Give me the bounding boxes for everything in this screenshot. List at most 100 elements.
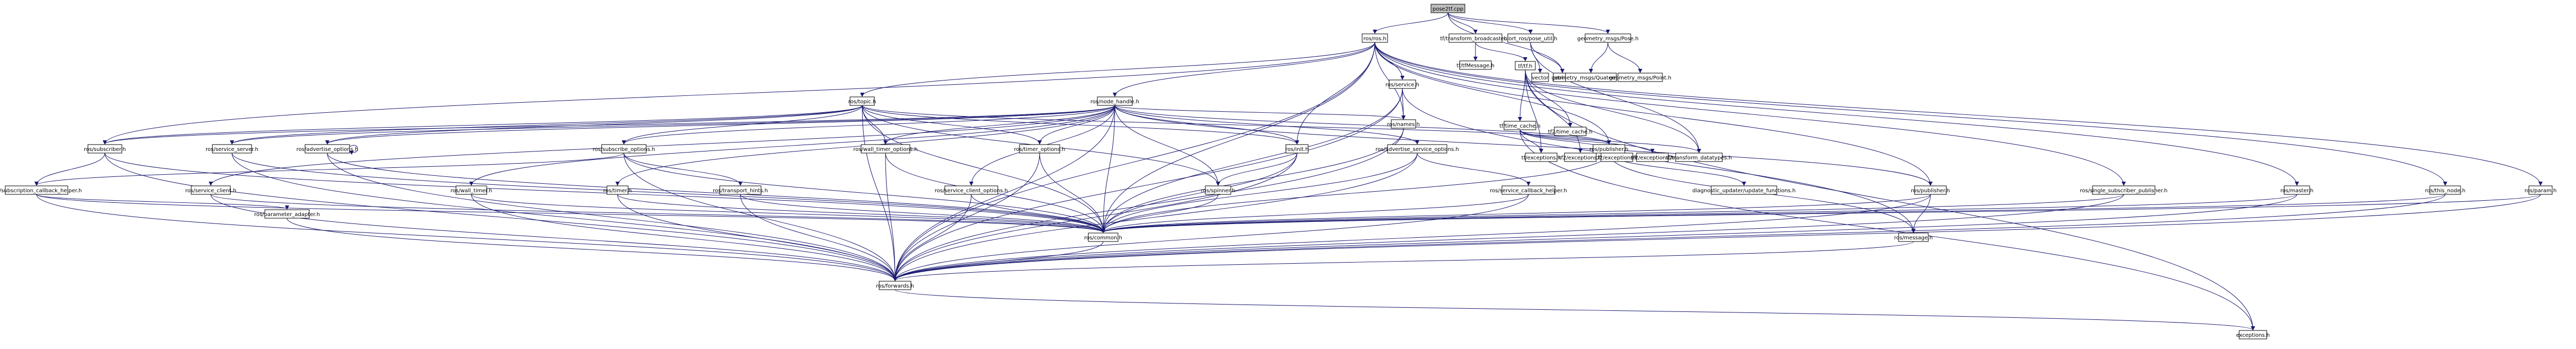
node-label: ros/service.h	[1385, 82, 1419, 88]
node-box	[1285, 144, 1309, 154]
node-service_h[interactable]: ros/service.h	[1385, 79, 1419, 89]
edge-pose2tf-to-blort_pose	[1447, 12, 1533, 34]
node-time_cache[interactable]: tf/time_cache.h	[1499, 121, 1541, 130]
node-label: ros/forwards.h	[876, 283, 914, 289]
edge-init_h-to-spinner	[1216, 153, 1298, 186]
edge-common-to-forwards	[893, 241, 1104, 281]
edge-this_node-to-forwards	[893, 194, 2446, 281]
node-common[interactable]: ros/common.h	[1084, 232, 1122, 242]
node-geo_quat[interactable]: geometry_msgs/Quaternion.h	[1552, 73, 1631, 82]
node-transport_hints[interactable]: ros/transport_hints.h	[713, 185, 768, 195]
node-geo_point[interactable]: geometry_msgs/Point.h	[1609, 73, 1671, 82]
node-sub_callback_helper[interactable]: ros/subscription_callback_helper.h	[0, 185, 82, 195]
node-single_sub_pub[interactable]: ros/single_subscriber_publisher.h	[2080, 185, 2168, 195]
node-tf_transform_datatypes[interactable]: tf/transform_datatypes.h	[1666, 153, 1732, 162]
node-message[interactable]: ros/message.h	[1894, 232, 1933, 242]
node-label: ros/advertise_service_options.h	[1375, 147, 1459, 153]
edge-publisher-to-common	[1101, 153, 1609, 233]
edge-service_client-to-common	[210, 194, 1105, 233]
edge-node_handle-to-wall_timer	[469, 105, 1115, 186]
node-init_h[interactable]: ros/init.h	[1285, 144, 1309, 154]
node-label: ros/parameter_adapter.h	[254, 212, 320, 218]
node-master[interactable]: ros/master.h	[2280, 185, 2313, 195]
node-tf2_exceptions_c[interactable]: tf2/exceptions.h	[1631, 153, 1674, 162]
edge-sub_callback_helper-to-common	[36, 194, 1105, 233]
edge-node_handle-to-wall_timer_options	[883, 105, 1115, 145]
node-box	[1389, 79, 1416, 89]
edge-ros_h-to-subscriber	[103, 42, 1375, 145]
node-wall_timer_options[interactable]: ros/wall_timer_options.h	[853, 144, 918, 154]
node-box	[1898, 232, 1929, 242]
node-timer_options[interactable]: ros/timer_options.h	[1014, 144, 1066, 154]
node-service_server[interactable]: ros/service_server.h	[205, 144, 258, 154]
edge-geo_pose-to-geo_quat	[1589, 42, 1608, 73]
node-box	[861, 144, 910, 154]
node-tf2_exceptions_b[interactable]: tf2/exceptions.h	[1596, 153, 1639, 162]
edge-param-to-forwards	[893, 194, 2541, 281]
node-vector: vector	[1531, 73, 1549, 82]
node-advertise_options[interactable]: ros/advertise_options.h	[297, 144, 359, 154]
node-wall_timer[interactable]: ros/wall_timer.h	[451, 185, 493, 195]
node-blort_pose[interactable]: blort_ros/pose_util.h	[1504, 33, 1558, 43]
node-label: tf2/time_cache.h	[1548, 129, 1593, 135]
node-tf_h[interactable]: tf/tf.h	[1515, 61, 1536, 70]
node-box	[849, 96, 875, 106]
node-forwards[interactable]: ros/forwards.h	[876, 281, 914, 290]
node-label: ros/publisher.h	[1911, 188, 1950, 194]
edge-publisher2-to-forwards	[893, 194, 1931, 281]
node-box	[1675, 153, 1723, 162]
node-spinner[interactable]: ros/spinner.h	[1201, 185, 1235, 195]
node-tf_broadcaster[interactable]: tf/transform_broadcaster.h	[1440, 33, 1511, 43]
node-topic[interactable]: ros/topic.h	[848, 96, 876, 106]
edge-advertise_options-to-advertise_options	[349, 145, 358, 155]
node-publisher2[interactable]: ros/publisher.h	[1911, 185, 1950, 195]
node-parameter_adapter[interactable]: ros/parameter_adapter.h	[254, 209, 320, 219]
node-label: ros/advertise_options.h	[297, 147, 359, 153]
node-box	[1504, 121, 1536, 130]
node-exceptions[interactable]: exceptions.h	[2236, 330, 2270, 339]
edge-subscriber-to-forwards	[104, 153, 897, 281]
edge-wall_timer-to-forwards	[471, 194, 897, 281]
node-subscriber[interactable]: ros/subscriber.h	[84, 144, 126, 154]
node-diag_update[interactable]: diagnostic_updater/update_functions.h	[1693, 185, 1796, 195]
node-timer[interactable]: ros/timer.h	[603, 185, 632, 195]
edge-service_client_options-to-common	[971, 194, 1105, 233]
node-param[interactable]: ros/param.h	[2525, 185, 2557, 195]
node-label: tf2/exceptions.h	[1559, 155, 1602, 161]
edge-param-to-common	[1101, 194, 2541, 233]
node-label: ros/param.h	[2525, 188, 2557, 194]
edge-ros_h-to-topic	[860, 42, 1375, 97]
node-label: diagnostic_updater/update_functions.h	[1693, 188, 1796, 194]
node-ros_h[interactable]: ros/ros.h	[1362, 33, 1388, 43]
edge-node_handle-to-spinner	[1114, 105, 1220, 186]
node-service_client_options[interactable]: ros/service_client_options.h	[935, 185, 1008, 195]
node-publisher[interactable]: ros/publisher.h	[1589, 144, 1629, 154]
node-adv_service_options[interactable]: ros/advertise_service_options.h	[1375, 144, 1459, 154]
node-tf2_time_cache[interactable]: tf2/time_cache.h	[1548, 127, 1593, 136]
node-tf2_exceptions_a[interactable]: tf2/exceptions.h	[1559, 153, 1602, 162]
node-label: tf/tfMessage.h	[1456, 63, 1495, 69]
edge-init_h-to-forwards	[893, 153, 1298, 281]
edge-ros_h-to-publisher2	[1374, 42, 1933, 186]
edge-subscribe_options-to-common	[623, 153, 1105, 233]
edge-topic-to-forwards	[862, 105, 897, 281]
edge-adv_service_options-to-service_callback_helper	[1417, 153, 1531, 186]
node-label: ros/subscriber.h	[84, 147, 126, 153]
node-tf_exceptions[interactable]: tf/exceptions.h	[1522, 153, 1561, 162]
node-box	[2429, 185, 2461, 195]
node-label: ros/publisher.h	[1589, 147, 1629, 153]
edge-tf_broadcaster-to-tf_h	[1475, 42, 1527, 61]
node-tfMessage[interactable]: tf/tfMessage.h	[1456, 60, 1495, 70]
node-node_handle[interactable]: ros/node_handle.h	[1090, 96, 1139, 106]
node-service_client[interactable]: ros/service_client.h	[185, 185, 236, 195]
node-subscribe_options[interactable]: ros/subscribe_options.h	[593, 144, 655, 154]
node-label: ros/wall_timer_options.h	[853, 147, 918, 153]
node-names[interactable]: ros/names.h	[1387, 119, 1420, 129]
node-geo_pose[interactable]: geometry_msgs/Pose.h	[1577, 33, 1639, 43]
node-box	[2284, 185, 2310, 195]
edge-subscriber-to-sub_callback_helper	[34, 153, 105, 186]
node-box	[606, 185, 629, 195]
node-this_node[interactable]: ros/this_node.h	[2425, 185, 2465, 195]
node-service_callback_helper[interactable]: ros/service_callback_helper.h	[1490, 185, 1567, 195]
